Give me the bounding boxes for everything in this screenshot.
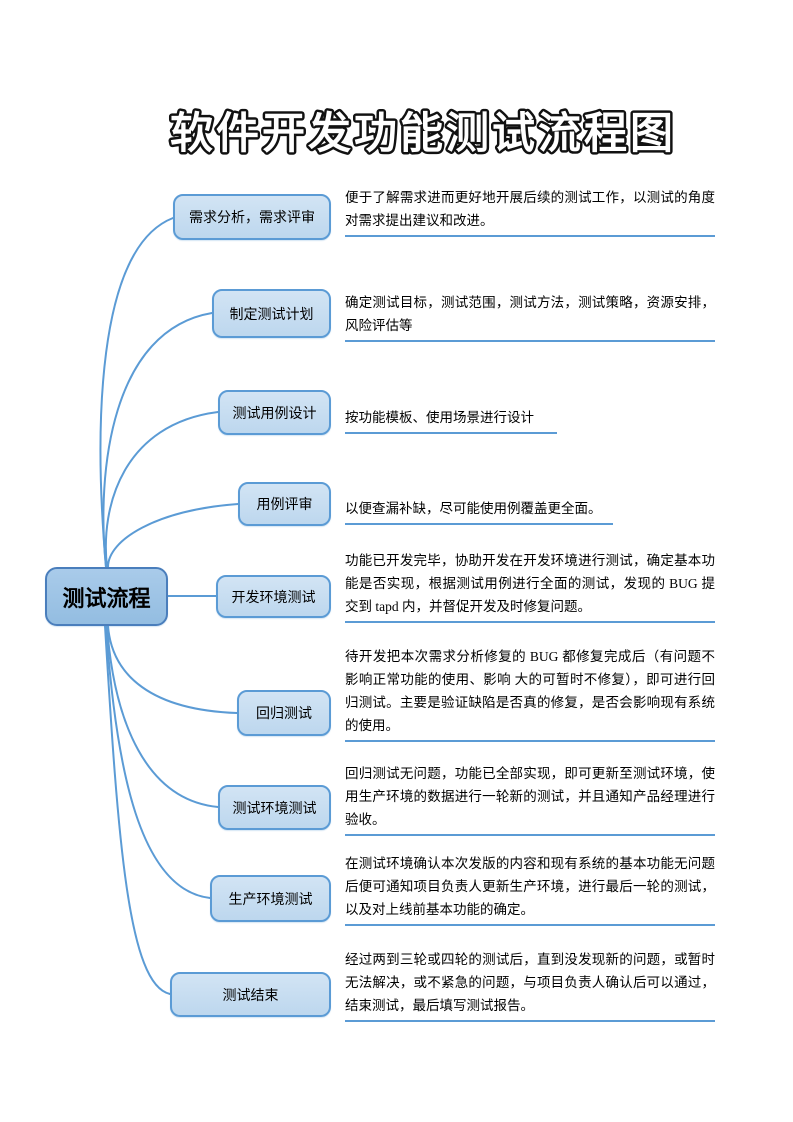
node-test-env-testing: 测试环境测试: [218, 785, 331, 830]
desc-text: 确定测试目标，测试范围，测试方法，测试策略，资源安排，风险评估等: [345, 295, 715, 333]
desc-text: 回归测试无问题，功能已全部实现，即可更新至测试环境，使用生产环境的数据进行一轮新…: [345, 766, 715, 827]
edge-test-case-design: [104, 411, 219, 568]
root-node-test-process: 测试流程: [45, 567, 168, 626]
desc-text: 经过两到三轮或四轮的测试后，直到没发现新的问题，或暂时无法解决，或不紧急的问题，…: [345, 952, 715, 1013]
node-label: 需求分析，需求评审: [189, 211, 315, 226]
desc-regression-testing: 待开发把本次需求分析修复的 BUG 都修复完成后（有问题不影响正常功能的使用、影…: [345, 645, 715, 742]
edge-test-end: [104, 625, 171, 995]
edge-case-review: [107, 503, 239, 568]
node-test-end: 测试结束: [170, 972, 331, 1017]
desc-test-end: 经过两到三轮或四轮的测试后，直到没发现新的问题，或暂时无法解决，或不紧急的问题，…: [345, 948, 715, 1022]
desc-test-case-design: 按功能模板、使用场景进行设计: [345, 406, 557, 434]
node-requirement-analysis: 需求分析，需求评审: [173, 194, 331, 240]
desc-text: 以便查漏补缺，尽可能使用例覆盖更全面。: [345, 501, 602, 516]
node-case-review: 用例评审: [238, 482, 331, 526]
node-label: 开发环境测试: [231, 590, 316, 606]
page-title-layer: 软件开发功能测试流程图: [168, 108, 676, 161]
node-regression-testing: 回归测试: [237, 690, 331, 736]
desc-text: 按功能模板、使用场景进行设计: [345, 410, 534, 425]
desc-text: 待开发把本次需求分析修复的 BUG 都修复完成后（有问题不影响正常功能的使用、影…: [345, 649, 715, 733]
edge-prod-env-testing: [105, 625, 211, 899]
root-node-label: 测试流程: [62, 585, 151, 611]
node-label: 测试环境测试: [232, 801, 317, 817]
desc-text: 便于了解需求进而更好地开展后续的测试工作，以测试的角度对需求提出建议和改进。: [345, 190, 715, 228]
node-label: 生产环境测试: [228, 892, 313, 908]
desc-text: 在测试环境确认本次发版的内容和现有系统的基本功能无问题后便可通知项目负责人更新生…: [345, 856, 715, 917]
node-label: 测试结束: [222, 988, 279, 1004]
edge-test-env-testing: [106, 625, 219, 808]
node-prod-env-testing: 生产环境测试: [210, 875, 331, 922]
node-test-plan: 制定测试计划: [212, 289, 331, 338]
edge-test-plan: [102, 312, 213, 568]
node-label: 测试用例设计: [232, 406, 317, 422]
edge-requirement-analysis: [99, 217, 174, 568]
desc-requirement-analysis: 便于了解需求进而更好地开展后续的测试工作，以测试的角度对需求提出建议和改进。: [345, 186, 715, 237]
node-dev-env-testing: 开发环境测试: [216, 575, 331, 618]
desc-prod-env-testing: 在测试环境确认本次发版的内容和现有系统的基本功能无问题后便可通知项目负责人更新生…: [345, 852, 715, 926]
edge-regression-testing: [107, 625, 238, 714]
desc-test-env-testing: 回归测试无问题，功能已全部实现，即可更新至测试环境，使用生产环境的数据进行一轮新…: [345, 762, 715, 836]
node-label: 制定测试计划: [229, 307, 314, 323]
desc-case-review: 以便查漏补缺，尽可能使用例覆盖更全面。: [345, 497, 613, 525]
desc-dev-env-testing: 功能已开发完毕，协助开发在开发环境进行测试，确定基本功能是否实现，根据测试用例进…: [345, 549, 715, 623]
desc-test-plan: 确定测试目标，测试范围，测试方法，测试策略，资源安排，风险评估等: [345, 291, 715, 342]
node-label: 回归测试: [256, 707, 312, 722]
node-label: 用例评审: [256, 498, 313, 513]
page-title: 软件开发功能测试流程图: [170, 110, 676, 158]
desc-text: 功能已开发完毕，协助开发在开发环境进行测试，确定基本功能是否实现，根据测试用例进…: [345, 553, 715, 614]
node-test-case-design: 测试用例设计: [218, 390, 331, 435]
